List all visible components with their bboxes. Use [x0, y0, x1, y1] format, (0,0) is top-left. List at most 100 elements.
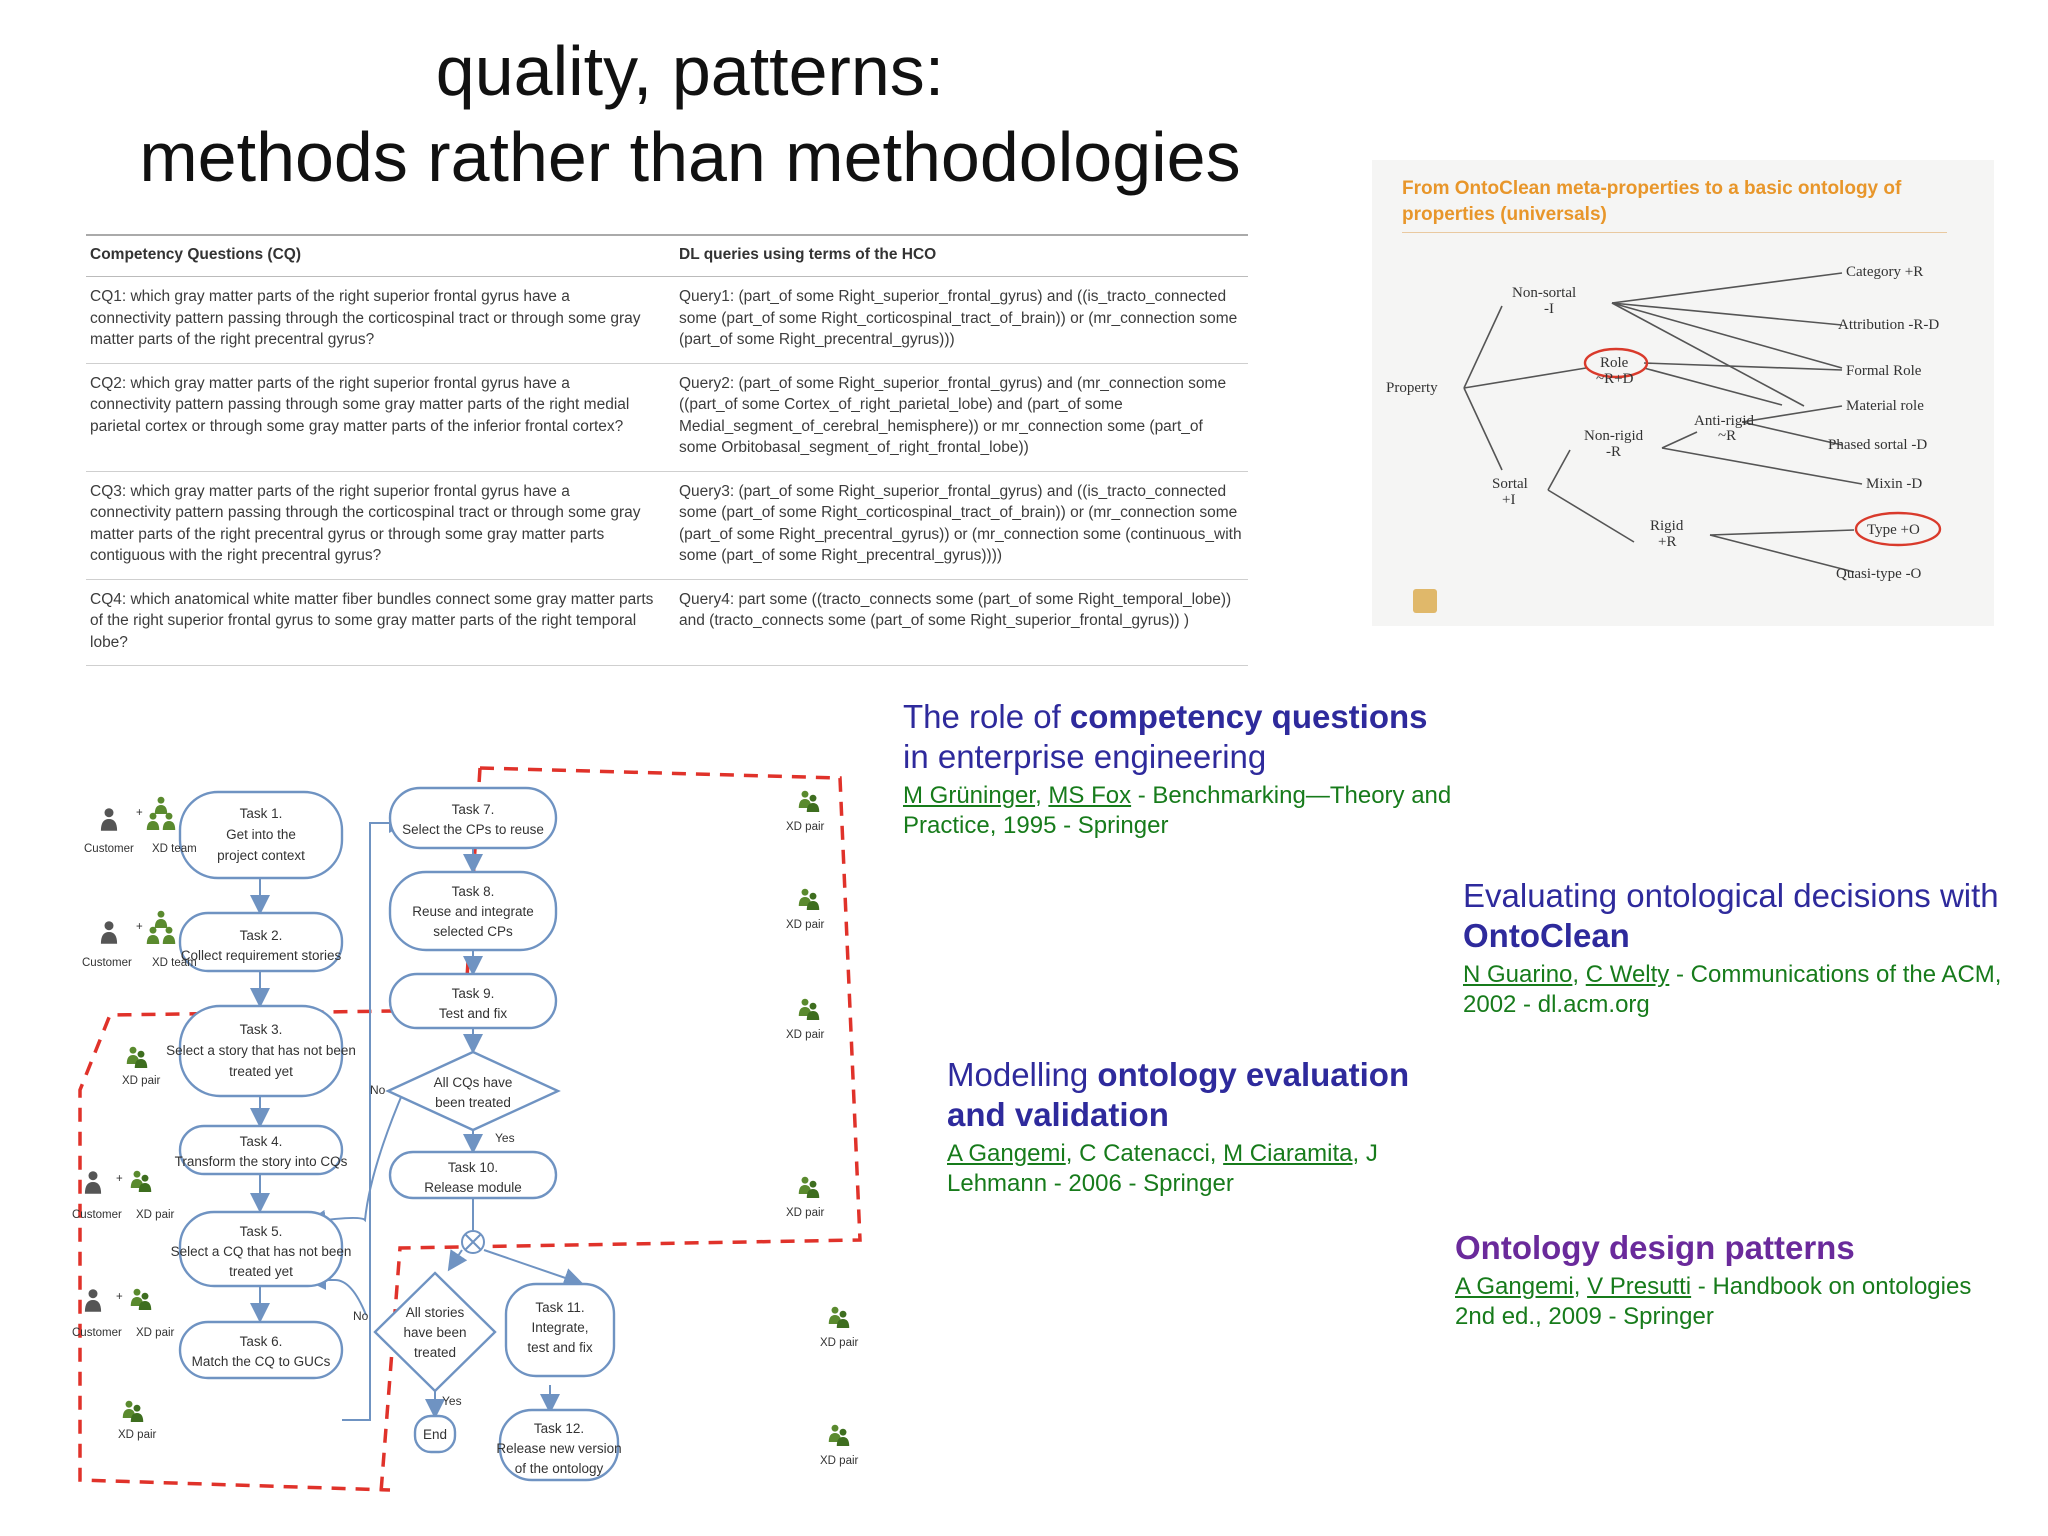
author-link[interactable]: M Ciaramita	[1223, 1140, 1353, 1167]
query-cell: Query4: part some ((tracto_connects some…	[675, 579, 1248, 666]
task-5-line-2: treated yet	[229, 1264, 293, 1279]
task-7-box	[388, 786, 558, 850]
task-12-line-1: Release new version	[496, 1441, 621, 1456]
task-11-line-2: test and fix	[527, 1340, 593, 1355]
table-header-row: Competency Questions (CQ) DL queries usi…	[86, 234, 1248, 277]
slide-logo-icon	[1413, 589, 1437, 613]
ontoclean-diagram-panel: From OntoClean meta-properties to a basi…	[1372, 160, 1994, 626]
node-category: Category +R	[1846, 264, 1923, 280]
node-rigid-code: +R	[1658, 534, 1676, 550]
actor-label-xd-pair: XD pair	[820, 1455, 859, 1467]
customer-icon	[84, 1289, 102, 1312]
decision-cqs-diamond	[385, 1050, 561, 1132]
reference-title-text: The role of	[903, 698, 1070, 735]
table-row: CQ1: which gray matter parts of the righ…	[86, 276, 1248, 364]
task-7-number: Task 7.	[452, 802, 495, 817]
title-line-2: methods rather than methodologies	[139, 118, 1241, 196]
decision-stories-diamond	[373, 1271, 497, 1393]
node-non-rigid: Non-rigid	[1584, 428, 1644, 444]
author-link[interactable]: A Gangemi	[1455, 1273, 1574, 1300]
no-label-cqs: No	[370, 1083, 386, 1097]
task-4-box	[178, 1124, 344, 1176]
plus-sign: +	[116, 1291, 123, 1303]
reference-title: Evaluating ontological decisions with On…	[1463, 876, 2023, 956]
actor-label-xd-pair: XD pair	[122, 1075, 161, 1087]
reference-title-bold: OntoClean	[1463, 917, 1630, 954]
author-link[interactable]: MS Fox	[1048, 782, 1132, 809]
cq-cell: CQ3: which gray matter parts of the righ…	[86, 471, 675, 580]
ontoclean-title: From OntoClean meta-properties to a basi…	[1402, 178, 1902, 225]
citation-text: , J Lehmann - 2006 - Springer	[947, 1140, 1378, 1197]
reference-title-text: Evaluating ontological decisions with	[1463, 877, 1999, 914]
task-11-line-1: Integrate,	[531, 1320, 588, 1335]
task-1-number: Task 1.	[240, 806, 283, 821]
yes-label-stories: Yes	[442, 1394, 462, 1408]
plus-sign: +	[136, 807, 143, 819]
task-3-number: Task 3.	[240, 1022, 283, 1037]
node-anti-rigid-code: ~R	[1718, 428, 1736, 444]
node-anti-rigid: Anti-rigid	[1694, 413, 1754, 429]
actor-label-customer: Customer	[72, 1209, 122, 1221]
node-sortal: Sortal	[1492, 476, 1528, 492]
yes-label-cqs: Yes	[495, 1131, 515, 1145]
decision-cqs-line-2: been treated	[435, 1095, 511, 1110]
node-mixin: Mixin -D	[1866, 476, 1922, 492]
task-8-box	[388, 870, 558, 952]
xd-team-icon	[146, 926, 160, 944]
author-link[interactable]: M Grüninger	[903, 782, 1036, 809]
node-non-rigid-code: -R	[1606, 444, 1621, 460]
column-header-dl: DL queries using terms of the HCO	[675, 234, 1248, 277]
slide-title: quality, patterns: methods rather than m…	[0, 28, 1380, 200]
actor-label-customer: Customer	[84, 843, 134, 855]
task-9-box	[388, 972, 558, 1030]
citation-text: , C Catenacci,	[1065, 1140, 1224, 1167]
actor-label-xd-pair: XD pair	[786, 919, 825, 931]
cq-cell: CQ4: which anatomical white matter fiber…	[86, 579, 675, 666]
author-link[interactable]: C Welty	[1585, 961, 1670, 988]
actor-label-xd-pair: XD pair	[136, 1327, 175, 1339]
author-link[interactable]: A Gangemi	[947, 1140, 1066, 1167]
task-5-line-1: Select a CQ that has not been	[171, 1244, 352, 1259]
task-1-box	[178, 790, 344, 880]
task-6-number: Task 6.	[240, 1334, 283, 1349]
task-11-number: Task 11.	[535, 1300, 584, 1315]
plus-sign: +	[116, 1173, 123, 1185]
task-7-line-1: Select the CPs to reuse	[402, 822, 544, 837]
task-6-box	[178, 1320, 344, 1380]
reference-ontology-design-patterns: Ontology design patterns A Gangemi, V Pr…	[1455, 1228, 2015, 1332]
reference-title: Modelling ontology evaluation and valida…	[947, 1055, 1467, 1135]
customer-icon	[100, 921, 118, 944]
author-link[interactable]: N Guarino	[1463, 961, 1573, 988]
column-header-cq: Competency Questions (CQ)	[86, 234, 675, 277]
citation-separator: ,	[1573, 1273, 1588, 1300]
node-material-role: Material role	[1846, 398, 1924, 414]
node-non-sortal: Non-sortal	[1512, 285, 1576, 301]
no-label-stories: No	[353, 1309, 369, 1323]
citation-text: - Handbook on ontologies 2nd ed., 2009 -…	[1455, 1273, 1972, 1330]
task-11-box	[504, 1282, 616, 1378]
author-link[interactable]: V Presutti	[1587, 1273, 1692, 1300]
reference-citation: N Guarino, C Welty - Communications of t…	[1463, 960, 2023, 1020]
decision-stories-line-3: treated	[414, 1345, 456, 1360]
actor-label-xd-pair: XD pair	[786, 1029, 825, 1041]
decision-cqs-line-1: All CQs have	[434, 1075, 513, 1090]
xd-team-icon	[162, 812, 176, 830]
reference-ontoclean: Evaluating ontological decisions with On…	[1463, 876, 2023, 1020]
node-role-code: ~R+D	[1596, 371, 1634, 387]
task-3-line-2: treated yet	[229, 1064, 293, 1079]
customer-icon	[100, 808, 118, 831]
competency-questions-table: Competency Questions (CQ) DL queries usi…	[86, 234, 1248, 666]
task-12-box	[498, 1408, 620, 1482]
actor-label-xd-pair: XD pair	[786, 821, 825, 833]
actor-label-xd-team: XD team	[152, 957, 197, 969]
citation-text: - Communications of the ACM, 2002 - dl.a…	[1463, 961, 2002, 1018]
reference-title-bold: ontology evaluation and validation	[947, 1056, 1410, 1133]
citation-text: - Benchmarking—Theory and Practice, 1995…	[903, 782, 1452, 839]
task-9-number: Task 9.	[452, 986, 495, 1001]
type-highlight-circle	[1854, 511, 1942, 547]
node-attribution: Attribution -R-D	[1838, 317, 1939, 333]
reference-title-bold: competency questions	[1069, 698, 1428, 735]
actor-label-xd-pair: XD pair	[118, 1429, 157, 1441]
task-2-line-1: Collect requirement stories	[181, 948, 342, 963]
